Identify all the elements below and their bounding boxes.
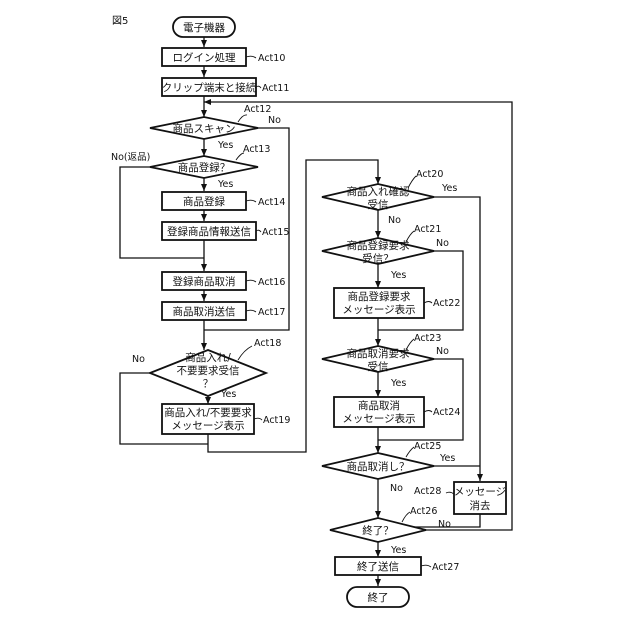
send-cancel-label: 商品取消送信 xyxy=(173,305,236,318)
leader-line xyxy=(238,115,247,122)
send-end-label: 終了送信 xyxy=(357,560,399,573)
act-label-20: Act20 xyxy=(416,169,443,180)
scan-decision-label: 商品スキャン xyxy=(173,122,236,135)
end-label: 終了 xyxy=(368,591,389,604)
leader-line xyxy=(402,512,410,522)
leader-line xyxy=(246,56,256,58)
yes-label: Yes xyxy=(217,179,233,190)
act-label-13: Act13 xyxy=(243,144,270,155)
act-label-23: Act23 xyxy=(414,333,441,344)
leader-line xyxy=(406,231,414,242)
act-label-16: Act16 xyxy=(258,277,285,288)
insert-message-line-2: メッセージ表示 xyxy=(171,419,244,432)
no-label: No xyxy=(436,346,449,357)
no-label: No xyxy=(268,115,281,126)
clip-connect-label: クリップ端末と接続 xyxy=(162,81,257,94)
yes-label: Yes xyxy=(220,389,236,400)
leader-line xyxy=(424,302,432,304)
act-label-24: Act24 xyxy=(433,407,460,418)
yes-label: Yes xyxy=(390,270,406,281)
act-label-14: Act14 xyxy=(258,197,285,208)
start-label: 電子機器 xyxy=(183,21,225,34)
insert-request-line-1: 商品入れ/ xyxy=(185,351,231,364)
insert-confirm-line-2: 受信 xyxy=(368,199,389,211)
figure-label: 図5 xyxy=(112,15,128,27)
act-label-21: Act21 xyxy=(414,224,441,235)
message-clear-line-1: メッセージ xyxy=(454,486,506,498)
act-label-28: Act28 xyxy=(414,486,441,497)
act-label-22: Act22 xyxy=(433,298,460,309)
yes-label: Yes xyxy=(390,545,406,556)
end-decision-label: 終了？ xyxy=(362,524,394,537)
register-message-line-2: メッセージ表示 xyxy=(342,303,415,316)
leader-line xyxy=(254,418,262,420)
act-label-15: Act15 xyxy=(262,227,289,238)
leader-line xyxy=(446,492,454,494)
act-label-26: Act26 xyxy=(410,506,437,517)
act-label-11: Act11 xyxy=(262,83,289,94)
no-return-label: No(返品) xyxy=(111,151,150,163)
connector-no-return xyxy=(120,167,204,258)
yes-label: Yes xyxy=(441,183,457,194)
act-label-18: Act18 xyxy=(254,338,281,349)
yes-label: Yes xyxy=(390,378,406,389)
act-label-12: Act12 xyxy=(244,104,271,115)
leader-line xyxy=(246,310,256,312)
no-label: No xyxy=(132,354,145,365)
cancel-request-line-2: 受信 xyxy=(368,361,389,373)
register-request-line-2: 受信？ xyxy=(362,253,394,265)
leader-line xyxy=(408,176,416,188)
no-label: No xyxy=(388,215,401,226)
act-label-27: Act27 xyxy=(432,562,459,573)
act-label-25: Act25 xyxy=(414,441,441,452)
insert-request-line-3: ？ xyxy=(203,378,214,390)
send-register-info-label: 登録商品情報送信 xyxy=(167,225,251,238)
yes-label: Yes xyxy=(439,453,455,464)
register-message-line-1: 商品登録要求 xyxy=(348,290,411,303)
register-label: 商品登録 xyxy=(183,195,225,208)
act-label-19: Act19 xyxy=(263,415,290,426)
leader-line xyxy=(406,447,414,457)
insert-confirm-line-1: 商品入れ確認 xyxy=(347,185,410,198)
cancel-message-line-2: メッセージ表示 xyxy=(342,412,415,425)
yes-label: Yes xyxy=(217,140,233,151)
no-label: No xyxy=(438,519,451,530)
no-label: No xyxy=(436,238,449,249)
cancel-message-line-1: 商品取消 xyxy=(358,399,400,412)
leader-line xyxy=(238,346,252,360)
act-label-10: Act10 xyxy=(258,53,285,64)
message-clear-line-2: 消去 xyxy=(470,499,491,512)
leader-line xyxy=(421,565,431,567)
insert-message-line-1: 商品入れ/不要要求 xyxy=(164,406,252,419)
leader-line xyxy=(424,411,432,413)
leader-line xyxy=(246,200,256,202)
register-decision-label: 商品登録？ xyxy=(178,161,231,174)
act-label-17: Act17 xyxy=(258,307,285,318)
cancel-decision-label: 商品取消し？ xyxy=(347,460,410,473)
insert-request-line-2: 不要要求受信 xyxy=(177,365,240,377)
register-request-line-1: 商品登録要求 xyxy=(347,239,410,252)
leader-line xyxy=(246,280,256,282)
login-label: ログイン処理 xyxy=(173,51,236,64)
no-label: No xyxy=(390,483,403,494)
leader-line xyxy=(406,339,414,350)
cancel-request-line-1: 商品取消要求 xyxy=(347,347,410,360)
cancel-register-label: 登録商品取消 xyxy=(173,275,236,288)
